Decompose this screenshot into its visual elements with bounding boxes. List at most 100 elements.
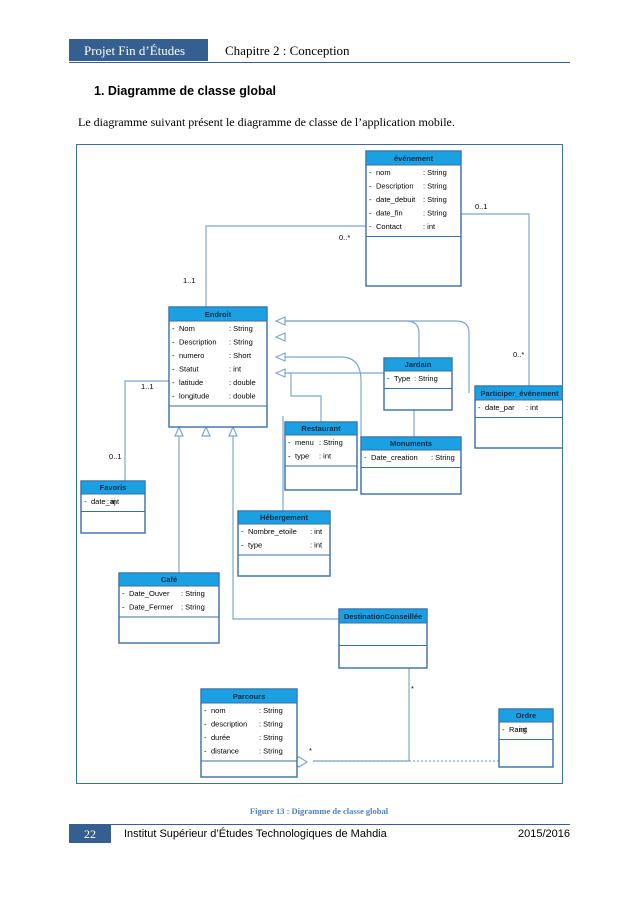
class-monuments-name: Monuments: [390, 439, 432, 448]
class-hebergement-attr-type: : int: [310, 527, 323, 536]
class-parcours-attr-bullet: -: [204, 720, 207, 729]
class-evenement-attr-type: : String: [423, 168, 447, 177]
class-parcours: Parcours-nom: String-description: String…: [200, 688, 298, 778]
class-evenement-attr-type: : int: [423, 222, 436, 231]
footer-divider: [69, 824, 570, 825]
class-hebergement-attr-name: Nombre_etoile: [248, 527, 297, 536]
class-endroit-attr-bullet: -: [172, 365, 175, 374]
class-participer-attr-name: date_par: [485, 403, 515, 412]
footer-institute: Institut Supérieur d’Études Technologiqu…: [124, 828, 387, 840]
class-restaurant-attr-type: : int: [319, 452, 332, 461]
class-cafe-attr-name: Date_Ouver: [129, 589, 170, 598]
class-destination: DestinationConseillée: [338, 608, 428, 669]
class-evenement-attr-name: nom: [376, 168, 391, 177]
class-parcours-header: [200, 688, 298, 704]
class-evenement-attr-bullet: -: [369, 168, 372, 177]
mult-endroit-fav-one: 1..1: [141, 382, 154, 391]
class-endroit-frame: [168, 306, 268, 428]
class-restaurant-attr-bullet: -: [288, 452, 291, 461]
class-cafe-attr-bullet: -: [122, 603, 125, 612]
class-evenement-attr-bullet: -: [369, 182, 372, 191]
class-destination-name: DestinationConseillée: [344, 612, 422, 621]
mult-dest-star: *: [411, 684, 414, 693]
arrowhead-4: [274, 368, 286, 378]
class-boxes: événement-nom: String-Description: Strin…: [80, 150, 565, 778]
header-divider: [69, 62, 570, 63]
aggregation-destination-parcours: [313, 668, 410, 762]
arrowhead-1: [274, 316, 286, 326]
class-favoris-name: Favoris: [100, 483, 127, 492]
class-monuments-attr-name: Date_creation: [371, 453, 418, 462]
class-endroit-attr-bullet: -: [172, 378, 175, 387]
class-favoris-attr-name: date_aj: [91, 497, 116, 506]
assoc-evenement-participer: [461, 213, 530, 386]
class-endroit-attr-name: latitude: [179, 378, 203, 387]
mult-ev-endroit-many: 0..*: [339, 233, 350, 242]
class-restaurant-attr-name: menu: [295, 438, 314, 447]
mult-ev-part-many: 0..*: [513, 350, 524, 359]
class-endroit-attr-type: : double: [229, 378, 256, 387]
class-evenement-attr-bullet: -: [369, 195, 372, 204]
class-endroit-attr-name: Statut: [179, 365, 200, 374]
class-endroit-attr-name: longitude: [179, 392, 209, 401]
class-restaurant-name: Restaurant: [301, 424, 341, 433]
class-hebergement: Hébergement-Nombre_etoile: int-type: int: [237, 510, 331, 577]
class-favoris-attr-type: : int: [107, 497, 120, 506]
class-endroit-attr-type: : Short: [229, 351, 252, 360]
class-endroit-attr-bullet: -: [172, 351, 175, 360]
class-parcours-attr-name: nom: [211, 706, 226, 715]
class-parcours-attr-bullet: -: [204, 747, 207, 756]
class-endroit-attr-type: : double: [229, 392, 256, 401]
class-restaurant-attr-type: : String: [319, 438, 343, 447]
class-parcours-attr-name: durée: [211, 733, 230, 742]
class-evenement-name: événement: [394, 154, 434, 163]
class-participer-name: Participer_événement: [481, 389, 559, 398]
class-restaurant-attr-name: type: [295, 452, 309, 461]
class-endroit: Endroit-Nom: String-Description: String-…: [168, 306, 268, 428]
footer-page-box: 22: [69, 825, 111, 843]
class-parcours-attr-bullet: -: [204, 733, 207, 742]
header-project-box: Projet Fin d’Études: [69, 39, 208, 61]
section-title: 1. Diagramme de classe global: [94, 84, 277, 98]
class-endroit-attr-name: Nom: [179, 324, 195, 333]
class-endroit-attr-bullet: -: [172, 392, 175, 401]
class-favoris-header: [80, 480, 146, 495]
class-evenement-attr-name: Description: [376, 182, 414, 191]
class-ordre-header: [498, 708, 554, 723]
class-cafe-attr-name: Date_Fermer: [129, 603, 174, 612]
class-restaurant: Restaurant -menu : String -type : int: [284, 421, 358, 491]
class-destination-header: [338, 608, 428, 624]
header-chapter: Chapitre 2 : Conception: [225, 43, 350, 58]
class-hebergement-attr-bullet: -: [241, 527, 244, 536]
class-jardain-header: [383, 357, 453, 372]
class-parcours-attr-name: description: [211, 720, 247, 729]
class-hebergement-attr-type: : int: [310, 541, 323, 550]
inherit-jardain: [276, 320, 420, 358]
footer-year: 2015/2016: [518, 828, 570, 840]
class-favoris-attr-bullet: -: [84, 497, 87, 506]
arrowhead-3: [274, 352, 286, 362]
class-hebergement-attr-name: type: [248, 541, 262, 550]
class-favoris: Favoris -date_aj: int: [80, 480, 146, 534]
class-restaurant-attr-bullet: -: [288, 438, 291, 447]
class-monuments-header: [360, 436, 462, 451]
class-participer-attr-bullet: -: [478, 403, 481, 412]
class-parcours-attr-type: : String: [259, 733, 283, 742]
class-evenement-attr-name: Contact: [376, 222, 403, 231]
class-evenement-header: [365, 150, 462, 166]
mult-endroit-fav-zero: 0..1: [109, 452, 122, 461]
arrowhead-7: [228, 425, 238, 437]
class-endroit-header: [168, 306, 268, 322]
class-evenement: événement-nom: String-Description: Strin…: [365, 150, 462, 287]
class-jardain: Jardain-Type: String: [383, 357, 453, 411]
class-ordre-attr-type: : int: [515, 725, 528, 734]
class-evenement-attr-bullet: -: [369, 209, 372, 218]
inherit-participer: [276, 320, 470, 393]
class-endroit-attr-type: : String: [229, 324, 253, 333]
class-participer-attr-type: : int: [526, 403, 539, 412]
class-endroit-attr-name: numero: [179, 351, 204, 360]
class-endroit-attr-bullet: -: [172, 324, 175, 333]
figure-caption: Figure 13 : Digramme de classe global: [249, 806, 389, 816]
class-cafe-attr-type: : String: [181, 589, 205, 598]
arrowhead-2: [274, 332, 286, 342]
